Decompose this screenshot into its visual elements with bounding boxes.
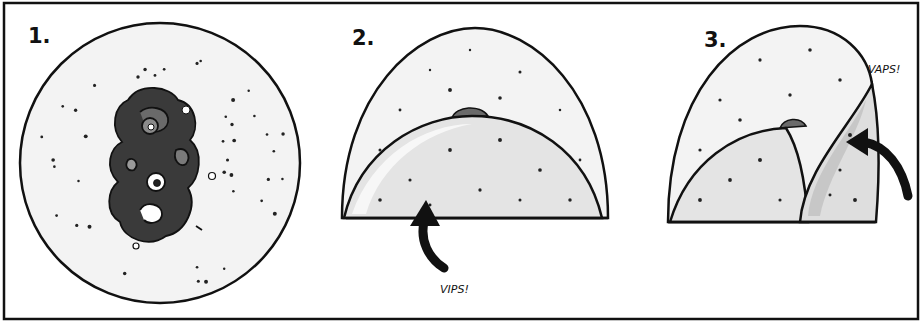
speckle [230, 173, 234, 177]
speckle [808, 48, 812, 52]
speckle [568, 198, 571, 201]
speckle [61, 105, 64, 108]
speckle [40, 136, 43, 139]
speckle [88, 225, 92, 229]
speckle [498, 138, 502, 142]
speckle [738, 118, 742, 122]
speckle [718, 98, 721, 101]
fold-arrow [410, 200, 444, 268]
speckle [232, 190, 235, 193]
speckle [448, 148, 452, 152]
speckle [222, 140, 225, 143]
tortilla-back [342, 28, 608, 218]
speckle [222, 170, 226, 174]
step-number: 2. [352, 28, 375, 49]
speckle [698, 148, 701, 151]
speckle [273, 150, 276, 153]
speckle [195, 62, 198, 65]
speckle [75, 224, 78, 227]
speckle [281, 178, 284, 181]
speckle [698, 198, 702, 202]
speckle [758, 58, 761, 61]
tortilla-fold-right [800, 84, 879, 222]
speckle [260, 199, 263, 202]
speckle [51, 158, 55, 162]
speckle [838, 78, 841, 81]
step-number: 3. [704, 30, 727, 51]
speckle [53, 165, 56, 168]
speckle [266, 133, 269, 136]
speckle [224, 116, 227, 119]
speckle [281, 132, 284, 135]
speckle [429, 69, 431, 71]
speckle [226, 158, 229, 161]
tortilla-fold [344, 116, 602, 218]
speckle [378, 198, 382, 202]
speckle [538, 168, 542, 172]
speckle [399, 109, 402, 112]
tortilla-fold [670, 128, 808, 222]
sound-effect: VAPS! [868, 64, 900, 75]
speckle [559, 109, 562, 112]
speckle [163, 68, 166, 71]
speckle [848, 133, 852, 137]
speckle [196, 266, 199, 269]
speckle [273, 212, 277, 216]
speckle [143, 68, 146, 71]
speckle [838, 168, 841, 171]
tortilla-round [20, 23, 300, 303]
filling-peek [780, 119, 806, 128]
speckle [232, 139, 236, 143]
speckle [267, 178, 270, 181]
speckle [778, 198, 781, 201]
speckle [853, 198, 857, 202]
sound-effect: VIPS! [440, 284, 469, 295]
speckle [728, 178, 732, 182]
speckle [123, 272, 126, 275]
speckle [518, 198, 521, 201]
speckle [77, 180, 79, 182]
step-number: 1. [28, 26, 51, 47]
speckle [788, 93, 791, 96]
speckle [253, 115, 256, 118]
speckle [93, 84, 96, 87]
speckle [478, 188, 481, 191]
speckle [758, 158, 762, 162]
speckle [74, 109, 77, 112]
speckle [197, 280, 200, 283]
speckle [378, 148, 381, 151]
speckle [829, 194, 832, 197]
speckle [55, 214, 58, 217]
speckle [247, 90, 249, 92]
speckle [408, 178, 411, 181]
speckle [199, 60, 202, 63]
speckle [230, 123, 233, 126]
fold-arrow [846, 128, 908, 196]
speckle [231, 98, 235, 102]
speckle [136, 75, 139, 78]
speckle [154, 74, 157, 77]
speckle [448, 88, 452, 92]
filling [109, 88, 215, 249]
speckle [469, 49, 471, 51]
panel-frame [4, 3, 918, 319]
speckle [204, 280, 208, 284]
speckles [40, 48, 857, 284]
speckle [518, 70, 521, 73]
speckle [579, 159, 582, 162]
speckle [84, 134, 88, 138]
speckle [498, 96, 502, 100]
speckle [223, 268, 225, 270]
